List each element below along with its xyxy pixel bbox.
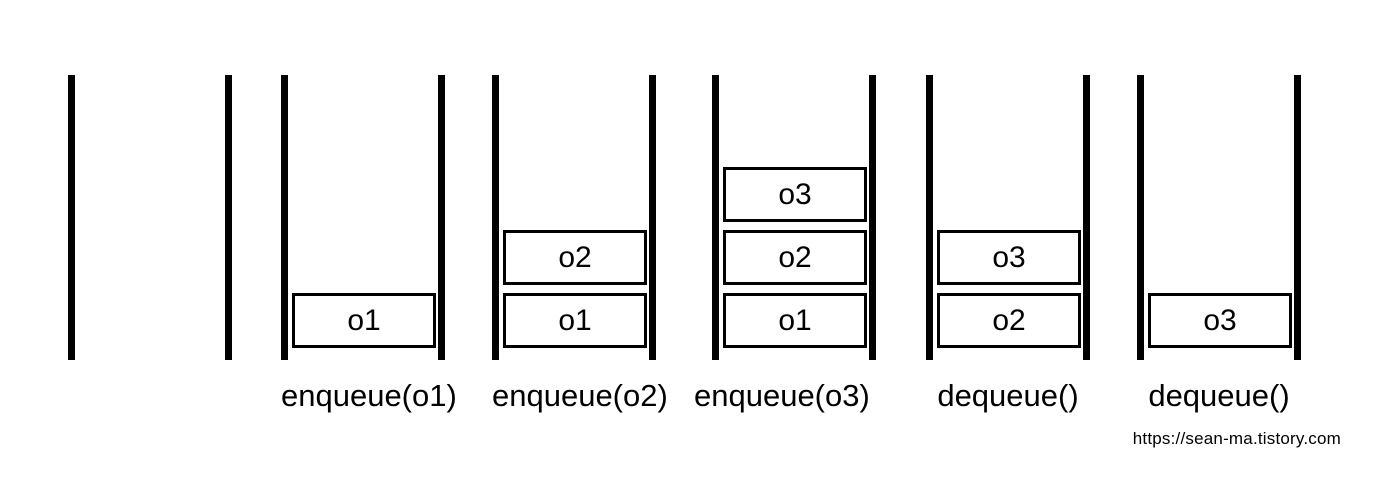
operation-label: enqueue(o3)	[694, 378, 870, 413]
queue-item: o3	[723, 167, 867, 222]
queue-right-wall	[869, 75, 876, 360]
queue-right-wall	[1083, 75, 1090, 360]
operation-label: enqueue(o1)	[281, 378, 457, 413]
queue-item: o2	[723, 230, 867, 285]
queue-left-wall	[712, 75, 719, 360]
queue-state-enqueue-o3: o1 o2 o3 enqueue(o3)	[694, 75, 876, 413]
queue-left-wall	[1137, 75, 1144, 360]
queue-item: o2	[503, 230, 647, 285]
queue-right-wall	[649, 75, 656, 360]
operation-label: dequeue()	[1148, 378, 1290, 413]
queue-item: o3	[937, 230, 1081, 285]
queue-item: o1	[503, 293, 647, 348]
queue-left-wall	[926, 75, 933, 360]
queue-item: o1	[292, 293, 436, 348]
operation-label: enqueue(o2)	[492, 378, 668, 413]
queue-state-initial	[68, 75, 232, 360]
queue-right-wall	[1294, 75, 1301, 360]
queue-right-wall	[225, 75, 232, 360]
queue-right-wall	[438, 75, 445, 360]
operation-label: dequeue()	[937, 378, 1079, 413]
queue-state-enqueue-o2: o1 o2 enqueue(o2)	[492, 75, 668, 413]
queue-state-enqueue-o1: o1 enqueue(o1)	[281, 75, 457, 413]
queue-state-dequeue-1: o2 o3 dequeue()	[926, 75, 1090, 413]
queue-left-wall	[492, 75, 499, 360]
watermark-url: https://sean-ma.tistory.com	[1132, 429, 1341, 448]
queue-item: o2	[937, 293, 1081, 348]
queue-item: o3	[1148, 293, 1292, 348]
queue-item: o1	[723, 293, 867, 348]
queue-left-wall	[68, 75, 75, 360]
queue-left-wall	[281, 75, 288, 360]
queue-state-dequeue-2: o3 dequeue()	[1137, 75, 1301, 413]
